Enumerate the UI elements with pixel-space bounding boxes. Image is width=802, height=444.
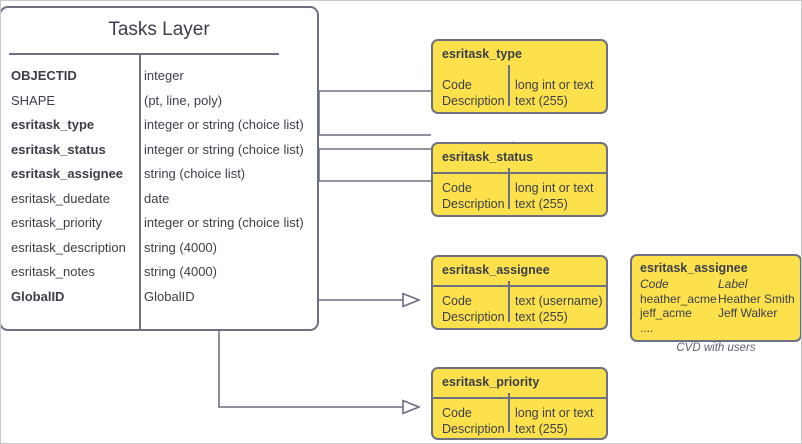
cvd-code: heather_acme <box>640 291 717 306</box>
domain-right-line: text (255) <box>515 197 568 211</box>
domain-title-divider <box>433 285 606 287</box>
field-name: esritask_notes <box>11 264 95 279</box>
table-row: esritask_assignee string (choice list) <box>1 162 317 187</box>
domain-right-line: long int or text <box>515 406 594 420</box>
entity-title-divider <box>9 53 279 55</box>
field-name: esritask_status <box>11 141 106 157</box>
domain-left-line: Description <box>442 94 505 108</box>
table-row: esritask_duedate date <box>1 187 317 212</box>
field-name: SHAPE <box>11 92 56 108</box>
domain-left-line: Description <box>442 310 505 324</box>
field-name: esritask_duedate <box>11 190 111 206</box>
table-row: esritask_priority integer or string (cho… <box>1 211 317 236</box>
domain-left-line: Description <box>442 197 505 211</box>
domain-box-esritask-assignee: esritask_assignee Code Description text … <box>431 255 608 330</box>
field-type: integer <box>144 68 184 83</box>
tasks-layer-entity: Tasks Layer OBJECTID integer SHAPE (pt, … <box>1 6 319 331</box>
domain-column-divider <box>508 281 510 322</box>
domain-right-column: long int or text text (255) <box>515 77 594 109</box>
domain-right-line: text (255) <box>515 310 568 324</box>
table-row: esritask_description string (4000) <box>1 236 317 261</box>
domain-box-esritask-status: esritask_status Code Description long in… <box>431 142 608 217</box>
field-name: esritask_assignee <box>11 166 124 181</box>
field-name: esritask_description <box>11 239 126 255</box>
domain-left-line: Code <box>442 181 472 195</box>
domain-column-divider <box>508 168 510 209</box>
field-name: GlobalID <box>11 288 65 304</box>
domain-title: esritask_type <box>442 47 522 61</box>
cvd-code: jeff_acme <box>640 306 692 320</box>
entity-title: Tasks Layer <box>108 19 210 40</box>
cvd-label-header: Label <box>718 277 748 291</box>
domain-right-line: text (username) <box>515 294 603 308</box>
table-row: OBJECTID integer <box>1 64 317 89</box>
domain-left-line: Description <box>442 422 505 436</box>
field-name: OBJECTID <box>11 68 77 83</box>
domain-right-line: long int or text <box>515 78 594 92</box>
field-type: string (4000) <box>144 239 217 255</box>
domain-title-divider <box>433 172 606 174</box>
domain-column-divider <box>508 393 510 432</box>
table-row: esritask_notes string (4000) <box>1 260 317 285</box>
domain-title: esritask_status <box>442 150 534 164</box>
field-type: string (4000) <box>144 264 217 279</box>
domain-left-column: Code Description <box>442 77 505 109</box>
entity-field-list: OBJECTID integer SHAPE (pt, line, poly) … <box>1 64 317 309</box>
field-type: GlobalID <box>144 288 195 304</box>
cvd-caption: CVD with users <box>676 342 756 354</box>
domain-right-line: long int or text <box>515 181 594 195</box>
field-type: (pt, line, poly) <box>144 92 223 108</box>
domain-left-line: Code <box>442 294 472 308</box>
domain-left-column: Code Description <box>442 180 505 212</box>
cvd-title: esritask_assignee <box>640 261 748 275</box>
cvd-ellipsis: .... <box>640 320 654 335</box>
field-type: integer or string (choice list) <box>144 215 304 230</box>
domain-right-line: text (255) <box>515 422 568 436</box>
domain-left-line: Code <box>442 78 472 92</box>
table-row: GlobalID GlobalID <box>1 285 317 310</box>
table-row: SHAPE (pt, line, poly) <box>1 89 317 114</box>
domain-right-column: text (username) text (255) <box>515 293 603 325</box>
field-type: integer or string (choice list) <box>144 117 304 132</box>
field-type: string (choice list) <box>144 166 246 181</box>
domain-box-esritask-type: esritask_type Code Description long int … <box>431 39 608 114</box>
field-name: esritask_type <box>11 117 95 132</box>
domain-left-line: Code <box>442 406 472 420</box>
field-type: integer or string (choice list) <box>144 141 304 157</box>
domain-right-column: long int or text text (255) <box>515 405 594 437</box>
table-row: esritask_type integer or string (choice … <box>1 113 317 138</box>
domain-column-divider <box>508 65 510 106</box>
domain-title: esritask_priority <box>442 375 540 389</box>
field-type: date <box>144 190 170 206</box>
entity-column-divider <box>139 53 141 329</box>
domain-right-column: long int or text text (255) <box>515 180 594 212</box>
domain-box-esritask-priority: esritask_priority Code Description long … <box>431 367 608 440</box>
cvd-label: Jeff Walker <box>718 306 778 320</box>
domain-left-column: Code Description <box>442 293 505 325</box>
cvd-detail-box: esritask_assignee Code Label heather_acm… <box>630 254 801 342</box>
domain-title: esritask_assignee <box>442 263 550 277</box>
domain-left-column: Code Description <box>442 405 505 437</box>
cvd-label: Heather Smith <box>718 291 795 306</box>
domain-right-line: text (255) <box>515 94 568 108</box>
domain-title-divider <box>433 397 606 399</box>
table-row: esritask_status integer or string (choic… <box>1 138 317 163</box>
cvd-code-header: Code <box>640 277 669 291</box>
field-name: esritask_priority <box>11 215 103 230</box>
